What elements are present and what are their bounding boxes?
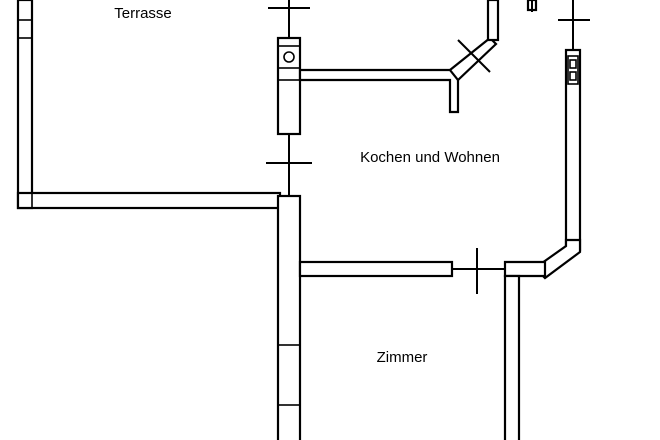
terrace-post-top bbox=[17, 19, 33, 39]
door-markers bbox=[266, 0, 590, 294]
room-label-room: Zimmer bbox=[377, 349, 428, 366]
room-top-wall bbox=[298, 260, 547, 440]
wall-window-lower bbox=[277, 344, 301, 406]
terrace-post-corner bbox=[17, 192, 33, 209]
room-label-terrace: Terrasse bbox=[114, 5, 172, 22]
room-label-kitchen-living: Kochen und Wohnen bbox=[360, 149, 500, 166]
upper-right-walls bbox=[486, 0, 582, 280]
terrace-boundary bbox=[16, 0, 282, 210]
wall-fixture-circle bbox=[283, 51, 295, 63]
central-wall bbox=[276, 36, 302, 440]
kitchen-wall-top bbox=[298, 36, 498, 114]
fixture-right bbox=[567, 55, 579, 85]
wall-fixture bbox=[277, 45, 301, 69]
